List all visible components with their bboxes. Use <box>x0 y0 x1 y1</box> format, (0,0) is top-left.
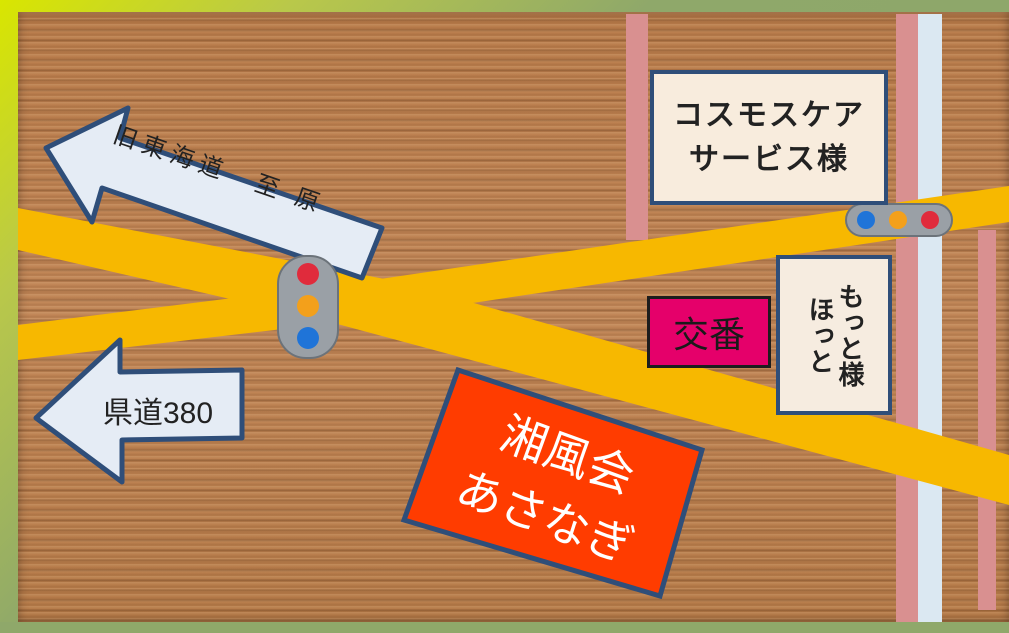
signal-red <box>297 263 319 285</box>
traffic-light-horizontal <box>845 203 953 237</box>
hotto-col-2: もっと様 <box>835 283 864 387</box>
arrow-sign-kendo <box>33 337 245 485</box>
side-street-far-right <box>978 230 996 610</box>
road-lower <box>18 208 1009 505</box>
kendo-sign-label: 県道380 <box>102 397 214 430</box>
place-hotto-motto: ほっと もっと様 <box>776 255 892 415</box>
place-cosmos-care: コスモスケア サービス様 <box>650 70 888 205</box>
place-police-box: 交番 <box>647 296 771 368</box>
signal-amber-h <box>889 211 907 229</box>
signal-blue-h <box>857 211 875 229</box>
facility-sign <box>400 366 706 600</box>
signal-red-h <box>921 211 939 229</box>
signal-blue <box>297 327 319 349</box>
arrow-sign-kyudo <box>43 105 385 281</box>
side-street-right <box>896 14 918 622</box>
traffic-light-vertical <box>277 255 339 359</box>
hotto-col-1: ほっと <box>805 296 834 374</box>
railway-track <box>918 14 942 622</box>
road-upper <box>18 186 1009 360</box>
side-street-left <box>626 14 648 240</box>
signal-amber <box>297 295 319 317</box>
cosmos-line-2: サービス様 <box>689 142 849 176</box>
cosmos-line-1: コスモスケア <box>673 98 865 132</box>
